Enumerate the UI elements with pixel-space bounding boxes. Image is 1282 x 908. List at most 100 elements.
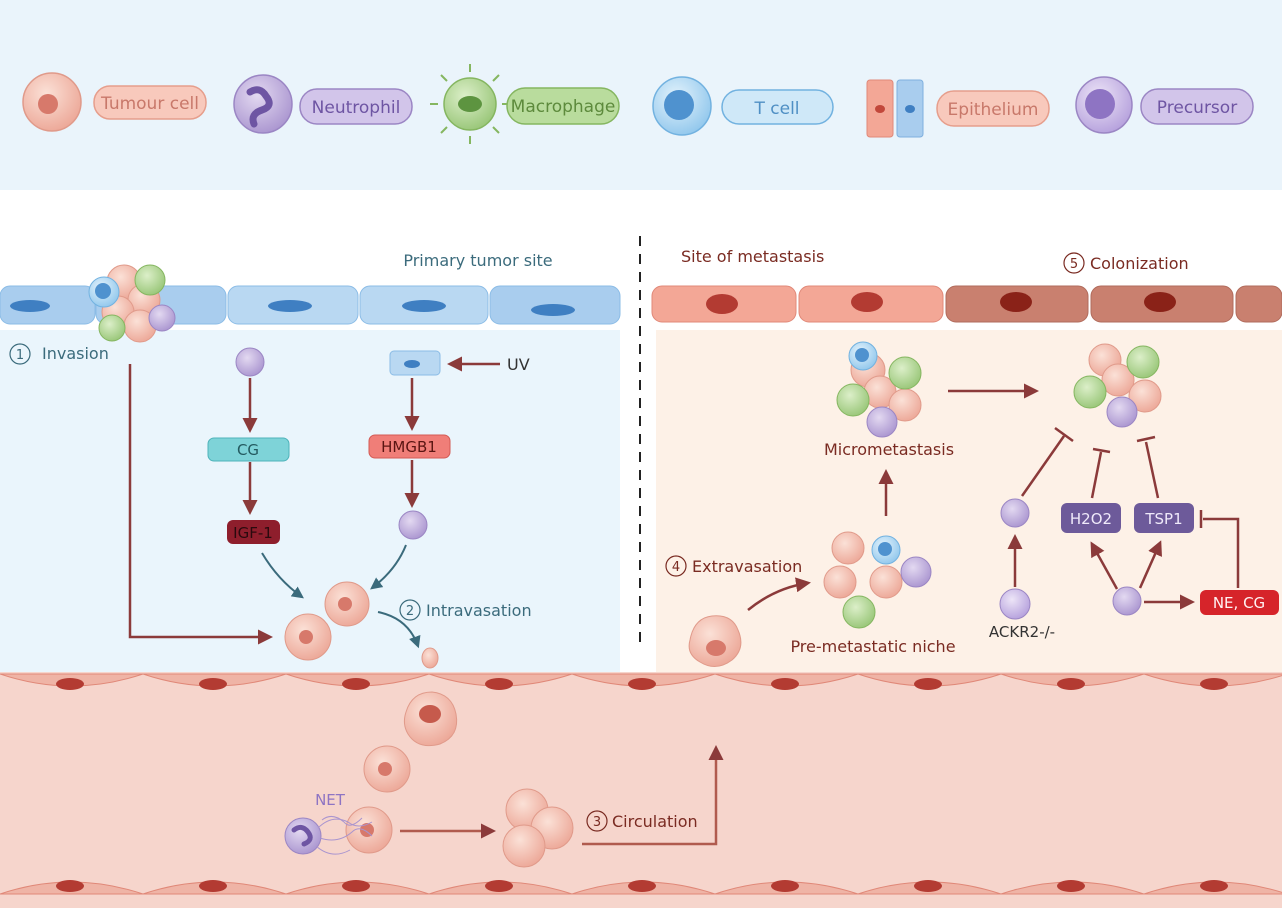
neutrophil-hmgb1-target xyxy=(398,510,428,540)
endothelial-nucleus xyxy=(914,678,942,690)
endothelial-nucleus xyxy=(1057,880,1085,892)
endothelial-nucleus xyxy=(56,678,84,690)
neutrophil-cg-source xyxy=(235,347,265,377)
step2-label: Intravasation xyxy=(426,601,532,620)
primary-site-title: Primary tumor site xyxy=(403,251,552,270)
macrophage-icon xyxy=(430,64,510,144)
endothelial-nucleus xyxy=(485,880,513,892)
step3-label: Circulation xyxy=(612,812,698,831)
legend-precursor-label: Precursor xyxy=(1157,98,1237,118)
arrow-igf1-to-tumour xyxy=(261,552,304,599)
neutrophil-ackr2-target xyxy=(1000,498,1030,528)
uv-label: UV xyxy=(507,355,530,374)
tumour-nucleus xyxy=(38,94,58,114)
legend-band xyxy=(0,0,1282,190)
premetastatic-niche-cluster xyxy=(823,531,932,629)
step3-circle xyxy=(586,810,608,832)
circulation-arrow xyxy=(582,745,724,846)
neutrophil-hub xyxy=(1112,586,1142,616)
step1-number: 1 xyxy=(16,348,24,363)
step2-circle xyxy=(399,599,421,621)
h2o2-box xyxy=(1061,503,1121,533)
legend-tumour-label: Tumour cell xyxy=(100,94,199,114)
net-neutrophil xyxy=(284,816,373,855)
invasion-arrow xyxy=(128,364,273,645)
endothelial-nucleus xyxy=(342,678,370,690)
endothelial-nucleus xyxy=(628,880,656,892)
metastasis-epithelium-layer xyxy=(651,285,1282,323)
igf1-label: IGF-1 xyxy=(233,524,273,542)
precursor-ackr2 xyxy=(999,588,1031,620)
tsp1-box xyxy=(1134,503,1194,533)
legend-neutrophil-label: Neutrophil xyxy=(312,98,401,118)
legend-tumour-pill xyxy=(93,85,207,120)
hmgb1-box xyxy=(368,434,451,459)
endothelial-nucleus xyxy=(199,678,227,690)
legend-precursor: Precursor xyxy=(1075,76,1254,134)
metastasis-site-title: Site of metastasis xyxy=(681,247,824,266)
step4-number: 4 xyxy=(672,560,680,575)
cg-box xyxy=(207,437,290,462)
net-label: NET xyxy=(315,791,346,809)
legend-neutrophil-pill xyxy=(299,88,413,125)
legend-epithelium-label: Epithelium xyxy=(948,100,1039,120)
legend-macrophage: Macrophage xyxy=(430,64,620,144)
neutrophil-icon xyxy=(233,74,293,134)
step3-number: 3 xyxy=(593,815,601,830)
endothelial-nucleus xyxy=(1057,678,1085,690)
micrometastasis-label: Micrometastasis xyxy=(824,440,954,459)
cg-label: CG xyxy=(237,441,259,459)
legend-macrophage-label: Macrophage xyxy=(511,97,616,117)
legend-tcell-label: T cell xyxy=(753,99,799,119)
step5-circle xyxy=(1063,252,1085,274)
step1-circle xyxy=(9,343,31,365)
metastasis-site-panel xyxy=(656,330,1282,675)
intravasating-tumour-cells xyxy=(284,581,439,669)
endothelial-nucleus xyxy=(485,678,513,690)
hmgb1-label: HMGB1 xyxy=(381,438,437,456)
arrow-neutrophil-to-tsp1 xyxy=(1138,540,1162,589)
arrow-neutrophil-to-tumour xyxy=(370,544,407,590)
step5-number: 5 xyxy=(1070,257,1078,272)
step4-label: Extravasation xyxy=(692,557,802,576)
blood-vessel xyxy=(0,672,1282,908)
endothelial-nucleus xyxy=(56,880,84,892)
endothelial-nucleus xyxy=(771,880,799,892)
legend-tumour-cell: Tumour cell xyxy=(22,72,207,132)
endothelial-nucleus xyxy=(771,678,799,690)
arrow-neutrophil-to-h2o2 xyxy=(1090,541,1119,590)
legend-precursor-pill xyxy=(1140,88,1254,125)
intravasation-arrow xyxy=(377,611,421,649)
endothelial-nucleus xyxy=(342,880,370,892)
vessel-endothelium xyxy=(0,673,1282,895)
h2o2-label: H2O2 xyxy=(1070,510,1112,528)
legend-neutrophil: Neutrophil xyxy=(233,74,413,134)
legend-epithelium-pill xyxy=(936,90,1050,127)
legend-t-cell: T cell xyxy=(652,76,834,136)
ne-cg-label: NE, CG xyxy=(1213,594,1265,612)
legend-epithelium: Epithelium xyxy=(866,79,1050,138)
endothelial-nucleus xyxy=(628,678,656,690)
step4-circle xyxy=(665,555,687,577)
endothelial-nucleus xyxy=(1200,880,1228,892)
endothelial-nucleus xyxy=(914,880,942,892)
premetastatic-niche-label: Pre-metastatic niche xyxy=(790,637,955,656)
step2-number: 2 xyxy=(406,604,414,619)
micrometastasis-cluster xyxy=(836,341,922,438)
step1-label: Invasion xyxy=(42,344,109,363)
tsp1-label: TSP1 xyxy=(1144,510,1182,528)
ne-cg-box xyxy=(1200,590,1279,615)
endothelial-nucleus xyxy=(1200,678,1228,690)
endothelial-nucleus xyxy=(199,880,227,892)
colonization-cluster xyxy=(1073,343,1162,428)
legend-macrophage-pill xyxy=(506,87,620,125)
igf1-box xyxy=(227,520,280,544)
inhibition-lines xyxy=(1020,426,1240,588)
epithelium-icon xyxy=(866,79,924,138)
extravasation-arrow xyxy=(747,577,811,611)
ackr2-label: ACKR2-/- xyxy=(989,623,1055,641)
circulating-tumour-cells xyxy=(345,691,574,868)
step5-label: Colonization xyxy=(1090,254,1189,273)
